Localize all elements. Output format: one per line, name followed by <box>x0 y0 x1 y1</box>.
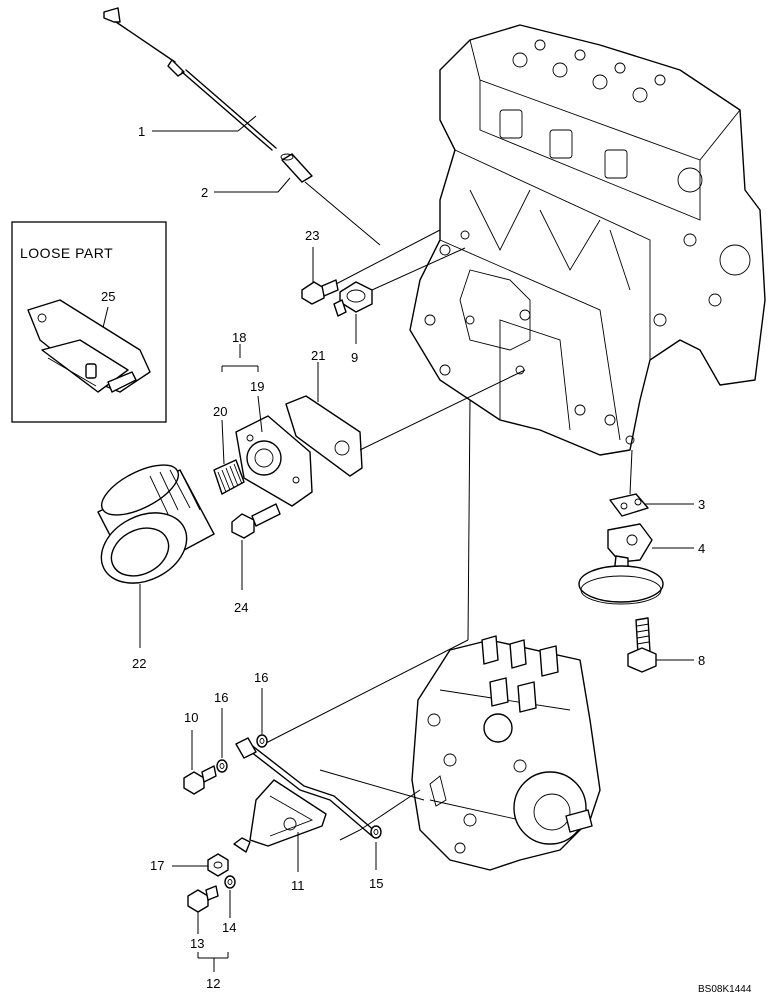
callout-24: 24 <box>234 600 248 615</box>
callout-12: 12 <box>206 976 220 991</box>
spring-20 <box>213 459 245 495</box>
pipe-leader-a <box>319 769 425 801</box>
injection-pump <box>411 635 601 871</box>
oil-pan-part <box>27 299 151 393</box>
gasket-3 <box>609 493 649 517</box>
washer-16b <box>256 734 268 748</box>
callout-16a: 16 <box>214 690 228 705</box>
engine-block <box>409 24 766 456</box>
oil-filter-22 <box>97 464 215 584</box>
bolt-8 <box>627 617 657 673</box>
washer-16-leader <box>263 639 469 745</box>
callout-25: 25 <box>101 289 115 304</box>
callout-14: 14 <box>222 920 236 935</box>
callout-21: 21 <box>311 348 325 363</box>
callout-2: 2 <box>201 185 208 200</box>
callout-19: 19 <box>250 379 264 394</box>
callout-17: 17 <box>150 858 164 873</box>
pipe-leader-b <box>339 789 421 841</box>
gasket-leader <box>359 369 526 451</box>
washer-14 <box>224 875 236 889</box>
drawing-code: BS08K1444 <box>698 984 752 995</box>
bolt-23-leader <box>335 229 441 285</box>
callout-20: 20 <box>213 404 227 419</box>
loose-part-box: LOOSE PART 25 <box>11 221 167 423</box>
callout-9: 9 <box>351 350 358 365</box>
callout-22: 22 <box>132 656 146 671</box>
callout-leaders <box>139 115 694 972</box>
bolt-13 <box>187 885 219 913</box>
strainer-leader <box>629 449 633 495</box>
washer-16a <box>216 759 228 773</box>
dipstick <box>103 7 277 151</box>
loose-part-title: LOOSE PART <box>20 245 113 261</box>
bolt-24 <box>231 503 281 539</box>
callout-15: 15 <box>369 876 383 891</box>
callout-8: 8 <box>698 653 705 668</box>
callout-10: 10 <box>184 710 198 725</box>
callout-3: 3 <box>698 497 705 512</box>
washer-15 <box>370 825 382 839</box>
callout-16b: 16 <box>254 670 268 685</box>
callout-23: 23 <box>305 228 319 243</box>
callout-numbers: 1 2 3 4 8 9 10 11 12 13 14 15 16 16 17 1… <box>132 124 705 991</box>
oil-pressure-switch <box>333 281 373 317</box>
callout-11: 11 <box>291 878 305 893</box>
gasket-21 <box>285 395 363 477</box>
callout-1: 1 <box>138 124 145 139</box>
callout-18: 18 <box>232 330 246 345</box>
bolt-10 <box>183 765 217 795</box>
dipstick-guide <box>280 153 313 183</box>
dipstick-leader <box>304 181 381 246</box>
switch-leader <box>371 247 466 291</box>
vertical-leader <box>467 399 471 641</box>
bolt-23 <box>301 279 339 305</box>
oil-strainer-4 <box>578 523 664 605</box>
callout-13: 13 <box>190 936 204 951</box>
nut-17 <box>207 837 251 877</box>
oil-pipe-11 <box>235 737 377 847</box>
filter-base-19 <box>235 415 313 507</box>
callout-4: 4 <box>698 541 705 556</box>
